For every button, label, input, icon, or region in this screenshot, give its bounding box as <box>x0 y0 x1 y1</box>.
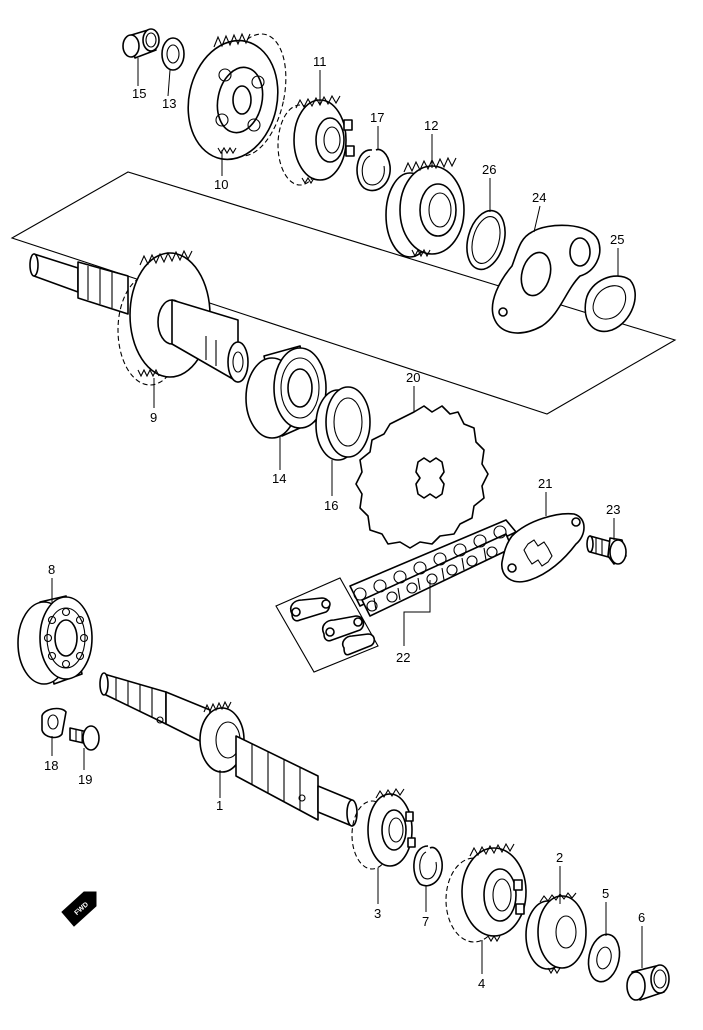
part-number-labels: 15 13 10 11 17 12 26 24 25 9 14 16 20 21… <box>44 54 645 991</box>
shaft-assembly-frame <box>12 172 675 414</box>
part-16-oil-seal <box>316 387 370 460</box>
part-4-gear <box>446 844 526 942</box>
label-part-23: 23 <box>606 502 620 517</box>
part-3-gear <box>352 789 415 869</box>
label-part-20: 20 <box>406 370 420 385</box>
label-part-18: 18 <box>44 758 58 773</box>
part-12-gear <box>386 158 464 257</box>
label-part-10: 10 <box>214 177 228 192</box>
part-17-circlip <box>357 150 390 191</box>
part-20-front-sprocket <box>356 406 488 548</box>
part-23-bolt <box>587 536 626 564</box>
label-part-14: 14 <box>272 471 286 486</box>
fwd-direction-badge: FWD <box>62 892 96 926</box>
part-15-needle-bearing <box>123 29 159 58</box>
part-7-circlip <box>414 846 442 886</box>
label-part-17: 17 <box>370 110 384 125</box>
label-part-2: 2 <box>556 850 563 865</box>
label-part-6: 6 <box>638 910 645 925</box>
leader-lines <box>52 58 642 974</box>
part-5-washer <box>584 931 623 984</box>
label-part-26: 26 <box>482 162 496 177</box>
part-18-lock-washer <box>42 709 66 738</box>
label-part-25: 25 <box>610 232 624 247</box>
label-part-13: 13 <box>162 96 176 111</box>
part-1-countershaft <box>100 673 357 826</box>
label-part-1: 1 <box>216 798 223 813</box>
label-part-19: 19 <box>78 772 92 787</box>
label-part-24: 24 <box>532 190 546 205</box>
part-24-retainer-plate <box>492 225 599 333</box>
label-part-9: 9 <box>150 410 157 425</box>
part-11-dog-gear <box>278 96 354 185</box>
label-part-4: 4 <box>478 976 485 991</box>
label-part-22: 22 <box>396 650 410 665</box>
part-6-needle-bearing <box>627 965 669 1000</box>
part-13-washer <box>162 38 184 70</box>
label-part-5: 5 <box>602 886 609 901</box>
part-19-screw <box>70 726 99 750</box>
part-14-ball-bearing <box>246 346 326 438</box>
chain-master-link <box>276 578 378 672</box>
part-10-large-gear <box>177 28 296 168</box>
part-21-sprocket-plate <box>502 514 584 582</box>
label-part-21: 21 <box>538 476 552 491</box>
part-8-ball-bearing <box>18 596 92 684</box>
part-25-oil-seal <box>585 276 635 331</box>
label-part-11: 11 <box>313 54 327 69</box>
part-9-output-shaft <box>30 251 248 385</box>
label-part-8: 8 <box>48 562 55 577</box>
label-part-12: 12 <box>424 118 438 133</box>
label-part-15: 15 <box>132 86 146 101</box>
label-part-7: 7 <box>422 914 429 929</box>
label-part-16: 16 <box>324 498 338 513</box>
part-2-gear <box>526 893 586 973</box>
part-26-circlip <box>461 206 511 273</box>
label-part-3: 3 <box>374 906 381 921</box>
